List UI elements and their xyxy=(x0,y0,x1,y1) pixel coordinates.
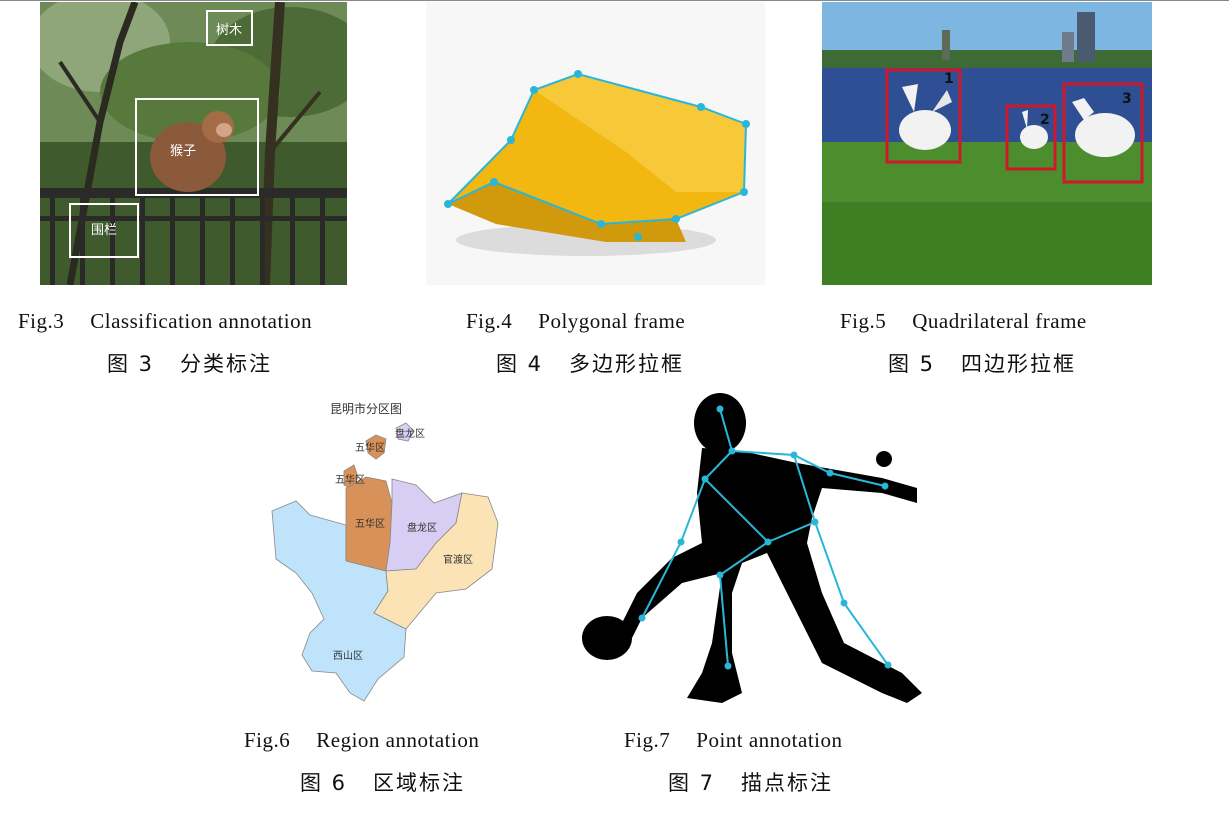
figure-5-caption-en: Fig.5 Quadrilateral frame xyxy=(840,309,1087,334)
caption-text: Point annotation xyxy=(696,728,843,752)
player-silhouette-illustration xyxy=(582,393,927,711)
map-label-wuhua-small-2: 五华区 xyxy=(335,473,365,486)
box-number-3: 3 xyxy=(1122,91,1132,107)
figure-7-caption-zh: 图 7 描点标注 xyxy=(668,767,833,797)
caption-text: 分类标注 xyxy=(180,352,273,376)
map-label-panlong: 盘龙区 xyxy=(407,521,437,534)
caption-number: Fig.3 xyxy=(18,309,65,333)
caption-text: 多边形拉框 xyxy=(569,352,685,376)
caption-number: Fig.4 xyxy=(466,309,513,333)
district-map-illustration: 昆明市分区图 盘龙区 五华区 五华区 五华区 盘龙区 官渡区 西山区 xyxy=(266,393,506,711)
figure-6-caption-en: Fig.6 Region annotation xyxy=(244,728,479,753)
figure-3-caption-zh: 图 3 分类标注 xyxy=(107,348,272,378)
figure-3-caption-en: Fig.3 Classification annotation xyxy=(18,309,312,334)
caption-number: Fig.7 xyxy=(624,728,671,752)
map-label-wuhua: 五华区 xyxy=(355,517,385,530)
caption-text: 描点标注 xyxy=(741,771,834,795)
caption-number: 图 4 xyxy=(496,352,544,376)
caption-number: Fig.6 xyxy=(244,728,291,752)
caption-number: 图 6 xyxy=(300,771,348,795)
figure-6-caption-zh: 图 6 区域标注 xyxy=(300,767,465,797)
caption-number: 图 3 xyxy=(107,352,155,376)
figure-4-image xyxy=(426,2,765,285)
annotation-label-monkey: 猴子 xyxy=(170,144,196,159)
map-label-wuhua-small-1: 五华区 xyxy=(355,441,385,454)
caption-text: Quadrilateral frame xyxy=(912,309,1087,333)
figure-5-image: 1 2 3 xyxy=(822,2,1152,285)
map-label-xishan: 西山区 xyxy=(333,650,363,662)
map-label-guandu: 官渡区 xyxy=(443,553,473,566)
figure-3-image: 树木 猴子 围栏 xyxy=(40,2,347,285)
figure-5-caption-zh: 图 5 四边形拉框 xyxy=(888,348,1076,378)
visor-cap-illustration xyxy=(426,2,765,285)
figure-4-caption-en: Fig.4 Polygonal frame xyxy=(466,309,685,334)
caption-text: 区域标注 xyxy=(373,771,466,795)
box-number-2: 2 xyxy=(1040,112,1050,128)
caption-text: Polygonal frame xyxy=(538,309,686,333)
swans-scene-illustration: 1 2 3 xyxy=(822,2,1152,285)
figure-4-caption-zh: 图 4 多边形拉框 xyxy=(496,348,684,378)
caption-number: 图 5 xyxy=(888,352,936,376)
map-title: 昆明市分区图 xyxy=(330,401,402,416)
figure-7-image xyxy=(582,393,927,711)
map-label-panlong-small: 盘龙区 xyxy=(395,427,425,440)
caption-text: Classification annotation xyxy=(90,309,313,333)
annotation-label-fence: 围栏 xyxy=(91,223,117,238)
box-number-1: 1 xyxy=(944,71,954,87)
caption-number: Fig.5 xyxy=(840,309,887,333)
caption-text: 四边形拉框 xyxy=(961,352,1077,376)
caption-text: Region annotation xyxy=(316,728,480,752)
figure-7-caption-en: Fig.7 Point annotation xyxy=(624,728,843,753)
top-rule xyxy=(0,0,1229,1)
caption-number: 图 7 xyxy=(668,771,716,795)
monkey-scene-illustration: 树木 猴子 围栏 xyxy=(40,2,347,285)
annotation-label-tree: 树木 xyxy=(216,23,242,38)
figure-6-image: 昆明市分区图 盘龙区 五华区 五华区 五华区 盘龙区 官渡区 西山区 xyxy=(266,393,506,711)
